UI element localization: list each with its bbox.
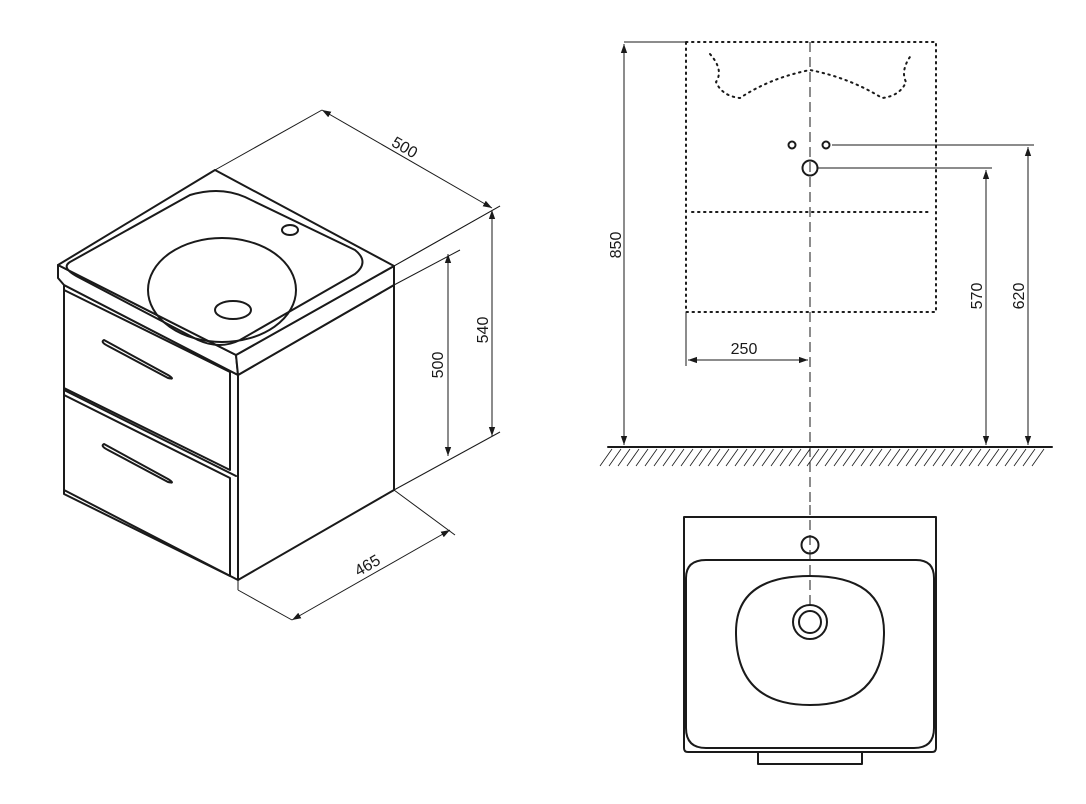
floor-hatch-line bbox=[815, 448, 829, 467]
floor-hatch-line bbox=[905, 448, 919, 467]
floor-hatch-line bbox=[761, 448, 775, 467]
floor-hatch-line bbox=[725, 448, 739, 467]
floor-hatch-line bbox=[995, 448, 1009, 467]
floor-hatch-line bbox=[689, 448, 703, 467]
floor-hatch-line bbox=[941, 448, 955, 467]
floor-hatch-line bbox=[878, 448, 892, 467]
floor-hatch-line bbox=[968, 448, 982, 467]
floor-hatch-line bbox=[797, 448, 811, 467]
floor-hatch-line bbox=[743, 448, 757, 467]
floor-hatch-line bbox=[779, 448, 793, 467]
floor-hatch-line bbox=[896, 448, 910, 467]
dimension-mounting-height: 850 bbox=[608, 41, 686, 445]
dimension-cabinet-height-label: 500 bbox=[430, 352, 447, 379]
dimension-tap-height-label: 620 bbox=[1011, 283, 1028, 310]
floor-hatch-line bbox=[1031, 448, 1045, 467]
floor-hatch-line bbox=[986, 448, 1000, 467]
dimension-total-height-label: 540 bbox=[475, 317, 492, 344]
floor-hatch-line bbox=[617, 448, 631, 467]
dimension-tap-height: 620 bbox=[832, 144, 1034, 445]
dimension-mounting-height-label: 850 bbox=[608, 232, 625, 259]
floor-hatch-line bbox=[608, 448, 622, 467]
floor-hatch-line bbox=[923, 448, 937, 467]
floor-hatch-line bbox=[653, 448, 667, 467]
front-elevation: 850 620 570 250 bbox=[599, 41, 1053, 510]
dimension-depth-label: 465 bbox=[352, 552, 384, 580]
floor-hatch-line bbox=[833, 448, 847, 467]
floor-hatch-line bbox=[914, 448, 928, 467]
floor-hatch-line bbox=[869, 448, 883, 467]
floor-hatch-line bbox=[932, 448, 946, 467]
basin-bowl bbox=[147, 237, 297, 343]
drain-icon bbox=[214, 300, 252, 320]
dimension-waste-height-label: 570 bbox=[969, 283, 986, 310]
drawer-lower-front bbox=[63, 394, 231, 577]
floor-hatch-line bbox=[752, 448, 766, 467]
drawer-upper-front bbox=[63, 289, 231, 471]
unit-outline-dotted bbox=[685, 41, 937, 313]
tap-hole-icon bbox=[281, 224, 299, 236]
plan-drain-inner-icon bbox=[798, 610, 822, 634]
floor-hatch-line bbox=[1022, 448, 1036, 467]
basin-profile-dotted bbox=[709, 53, 913, 100]
floor-hatch-line bbox=[662, 448, 676, 467]
floor-hatch-line bbox=[806, 448, 820, 467]
upper-drawer-handle-icon bbox=[101, 339, 173, 380]
basin-bowl-rim bbox=[65, 190, 364, 346]
floor-hatch-line bbox=[842, 448, 856, 467]
floor-hatch-line bbox=[707, 448, 721, 467]
isometric-view: 500 540 500 465 bbox=[57, 109, 501, 621]
floor-hatch-line bbox=[887, 448, 901, 467]
floor-hatch-line bbox=[959, 448, 973, 467]
dimension-total-height: 540 bbox=[393, 205, 501, 491]
floor-hatch-line bbox=[851, 448, 865, 467]
floor-hatch-line bbox=[824, 448, 838, 467]
floor-hatch-line bbox=[1004, 448, 1018, 467]
cabinet-body bbox=[63, 284, 395, 581]
dimension-cabinet-height: 500 bbox=[393, 249, 461, 456]
floor-hatch-line bbox=[644, 448, 658, 467]
floor-hatch-line bbox=[716, 448, 730, 467]
floor-hatch-line bbox=[635, 448, 649, 467]
plan-rim bbox=[685, 559, 935, 749]
drawer-gap-line bbox=[63, 389, 237, 477]
waste-outlet-icon bbox=[801, 159, 819, 177]
plan-view bbox=[683, 505, 937, 765]
plan-outline bbox=[683, 516, 937, 753]
dimension-waste-offset-label: 250 bbox=[731, 341, 758, 358]
floor-hatch bbox=[599, 448, 1045, 467]
plan-handle-icon bbox=[757, 751, 863, 765]
valve-left-icon bbox=[787, 140, 797, 150]
floor-hatch-line bbox=[734, 448, 748, 467]
lower-drawer-handle-icon bbox=[101, 443, 173, 484]
floor-hatch-line bbox=[626, 448, 640, 467]
dimension-waste-offset: 250 bbox=[685, 312, 808, 366]
floor-hatch-line bbox=[788, 448, 802, 467]
floor-hatch-line bbox=[1013, 448, 1027, 467]
floor-hatch-line bbox=[599, 448, 613, 467]
floor-hatch-line bbox=[671, 448, 685, 467]
floor-hatch-line bbox=[698, 448, 712, 467]
floor-hatch-line bbox=[977, 448, 991, 467]
plan-basin-bowl bbox=[735, 575, 885, 706]
floor-hatch-line bbox=[770, 448, 784, 467]
floor-hatch-line bbox=[860, 448, 874, 467]
floor-hatch-line bbox=[950, 448, 964, 467]
dimension-waste-height: 570 bbox=[818, 167, 992, 445]
valve-right-icon bbox=[821, 140, 831, 150]
floor-hatch-line bbox=[680, 448, 694, 467]
